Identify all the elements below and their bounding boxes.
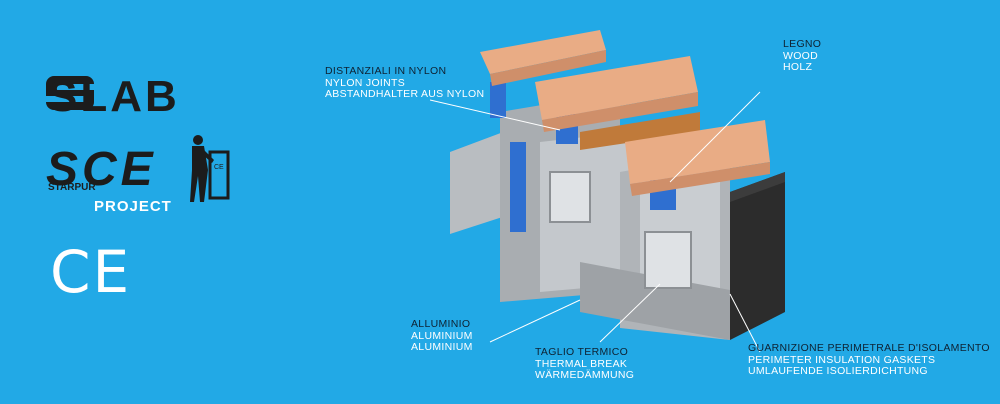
label-gaskets-it: GUARNIZIONE PERIMETRALE D'ISOLAMENTO <box>748 342 990 354</box>
slab-logo-mark <box>46 76 94 110</box>
label-nylon-it: DISTANZIALI IN NYLON <box>325 65 447 77</box>
label-thermal-it: TAGLIO TERMICO <box>535 346 629 358</box>
label-aluminium-en: ALUMINIUM <box>411 329 473 342</box>
ce-mark: CE <box>50 238 132 306</box>
label-wood-de: HOLZ <box>783 61 813 73</box>
label-thermal-de: WÄRMEDÄMMUNG <box>535 369 635 381</box>
label-aluminium-it: ALLUMINIO <box>411 318 471 330</box>
label-nylon-de: ABSTANDHALTER AUS NYLON <box>325 88 485 100</box>
label-gaskets-en: PERIMETER INSULATION GASKETS <box>748 353 936 366</box>
label-wood-it: LEGNO <box>783 38 822 50</box>
wood-cap-2 <box>535 56 698 120</box>
gasket-panel <box>730 172 785 340</box>
label-gaskets-de: UMLAUFENDE ISOLIERDICHTUNG <box>748 365 928 377</box>
label-gaskets: GUARNIZIONE PERIMETRALE D'ISOLAMENTO PER… <box>748 342 990 378</box>
nylon-joint-1 <box>490 82 506 118</box>
sce-starpur-text: STARPUR <box>48 182 96 193</box>
wood-cap-3 <box>625 120 770 184</box>
sce-project-text: PROJECT <box>94 198 172 215</box>
nylon-joint-2 <box>510 142 526 232</box>
slab-logo-text: SLAB <box>48 72 180 121</box>
person-leaning-icon <box>190 135 230 202</box>
label-nylon: DISTANZIALI IN NYLON NYLON JOINTS ABSTAN… <box>325 65 485 101</box>
label-thermal-en: THERMAL BREAK <box>535 357 628 370</box>
ce-badge-small: CE <box>214 164 224 171</box>
label-nylon-en: NYLON JOINTS <box>325 76 406 89</box>
wood-cap-1 <box>480 30 606 74</box>
label-aluminium: ALLUMINIO ALUMINIUM ALUMINIUM <box>411 318 473 354</box>
label-wood-en: WOOD <box>783 49 819 62</box>
label-thermal-break: TAGLIO TERMICO THERMAL BREAK WÄRMEDÄMMUN… <box>535 346 635 382</box>
sce-logo: SCE STARPUR PROJECT CE <box>42 135 242 222</box>
label-aluminium-de: ALUMINIUM <box>411 341 473 353</box>
window-profile-illustration <box>430 30 785 353</box>
slab-logo: SLAB <box>44 68 224 121</box>
label-wood: LEGNO WOOD HOLZ <box>783 38 822 74</box>
sce-logo-text: SCE <box>46 143 157 196</box>
